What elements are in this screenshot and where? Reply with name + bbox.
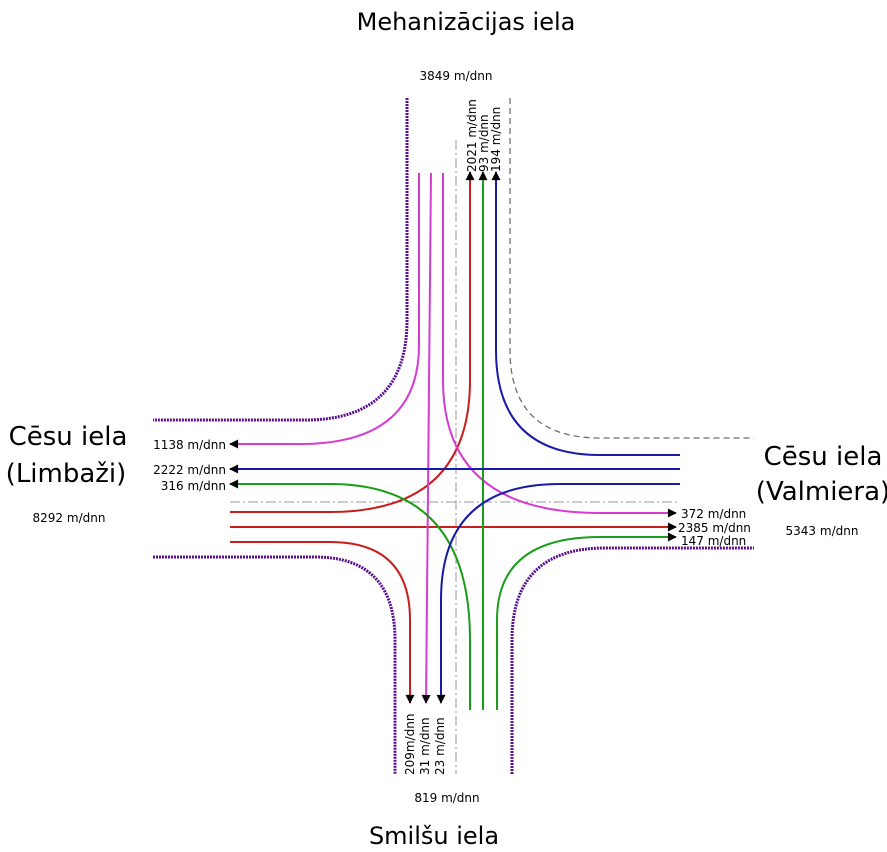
road-curbs — [153, 98, 754, 774]
street-name-north: Mehanizācijas iela — [357, 8, 576, 36]
flow-label-east-1: 372 m/dnn — [681, 507, 746, 521]
flow-west-to-north — [230, 171, 475, 513]
curb-southwest — [153, 555, 397, 774]
curb-northwest — [153, 98, 409, 422]
approach-total-west: 8292 m/dnn — [33, 511, 106, 525]
flow-north-to-east — [442, 173, 677, 518]
flow-label-east-3: 147 m/dnn — [681, 534, 746, 548]
flow-label-south-3: 23 m/dnn — [433, 717, 447, 775]
street-name-west-line2: (Limbaži) — [6, 459, 127, 489]
flow-north-to-south — [421, 172, 432, 704]
street-name-east-line2: (Valmiera) — [756, 477, 887, 507]
flow-label-north-1: 2021 m/dnn — [465, 99, 479, 172]
approach-total-south: 819 m/dnn — [414, 791, 479, 805]
street-name-south: Smilšu iela — [369, 822, 499, 850]
flow-label-north-3: 194 m/dnn — [489, 107, 503, 172]
flow-south-to-west — [229, 479, 471, 710]
flow-label-north-2: 93 m/dnn — [477, 114, 491, 172]
flows-from-west — [230, 171, 677, 704]
curb-southeast — [510, 546, 754, 774]
approach-total-east: 5343 m/dnn — [786, 524, 859, 538]
curb-northeast-planned — [509, 98, 754, 439]
flow-east-to-north — [491, 171, 680, 456]
flow-label-south-1: 209m/dnn — [403, 714, 417, 775]
flows-from-south — [229, 171, 677, 710]
flow-label-south-2: 31 m/dnn — [418, 717, 432, 775]
flow-east-to-south — [436, 483, 680, 704]
flow-label-east-2: 2385 m/dnn — [678, 521, 751, 535]
flow-south-to-east — [496, 532, 677, 710]
flows-from-east — [229, 171, 680, 704]
street-name-east-line1: Cēsu iela — [764, 442, 883, 472]
approach-total-north: 3849 m/dnn — [420, 69, 493, 83]
flow-label-west-2: 2222 m/dnn — [153, 463, 226, 477]
center-lines — [230, 140, 680, 774]
flow-label-west-3: 316 m/dnn — [161, 479, 226, 493]
flow-west-to-south — [230, 541, 415, 704]
flow-north-to-west — [229, 173, 420, 449]
street-name-west-line1: Cēsu iela — [9, 422, 128, 452]
flow-label-west-1: 1138 m/dnn — [153, 438, 226, 452]
